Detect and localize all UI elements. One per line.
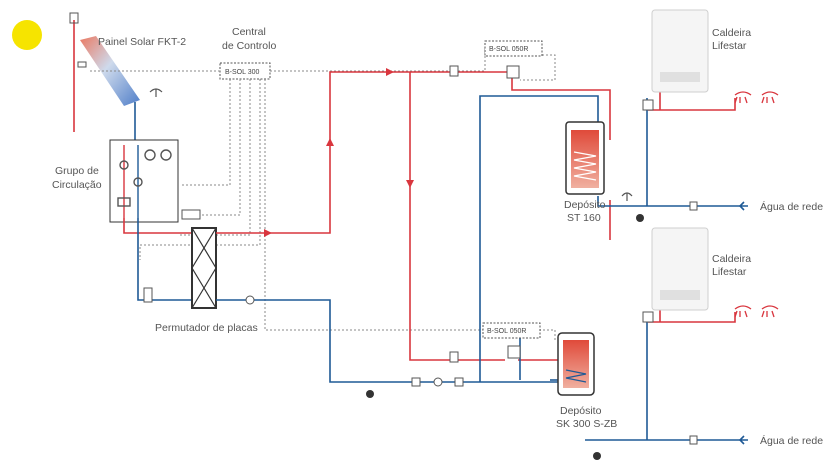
water-inlet-bottom-label: Água de rede [760,434,823,447]
water-inlet-top-arrow [738,201,748,211]
mixing-valves [642,99,654,323]
tank-bottom-fill [563,340,589,388]
filter-icon [143,287,153,303]
control-unit-label: B-SOL 300 [225,69,259,76]
shower-head-icons [734,91,779,318]
collector-loop [73,20,136,140]
tank-bottom-coil [565,369,587,383]
boiler-top-icon [651,9,709,93]
expansion-vessel-icon [366,390,374,398]
control-central-label-2: de Controlo [222,40,276,52]
air-vent-icon [69,12,79,24]
hot-supply-pipe [216,71,736,361]
circulation-group-label-1: Grupo de [55,165,99,177]
flow-arrow-right-2 [386,68,394,76]
boiler-top-panel [660,72,700,82]
plate-exchanger-cross [191,227,217,309]
valve-unit-bottom-label: B-SOL 050R [487,328,526,335]
pipe-valves [245,65,698,445]
flow-arrow-right [264,229,272,237]
boiler-bottom-label-1: Caldeira [712,253,751,265]
tank-top-coil [573,151,597,181]
sun-icon [12,20,42,50]
valve-unit-top-body [506,65,520,79]
expansion-vessel-icon-2 [636,214,644,222]
controller-sensor-box [181,209,201,220]
plate-exchanger-label: Permutador de placas [155,322,258,334]
water-inlet-bottom-arrow [738,435,748,445]
tank-top-label-1: Depósito [564,199,606,211]
cold-return-pipe [216,95,740,441]
primary-circuit [123,218,192,301]
plate-exchanger-icon [191,227,217,309]
circulation-group-internals [117,145,172,218]
tank-bottom-label-2: SK 300 S-ZB [556,418,617,430]
valve-unit-top-box [484,40,543,57]
tank-bottom-label-1: Depósito [560,405,602,417]
flow-arrow-up [326,138,334,146]
expansion-vessel-icon-3 [593,452,601,460]
boiler-bottom-label-2: Lifestar [712,266,747,278]
boiler-bottom-panel [660,290,700,300]
circulation-group-box [109,139,179,223]
boiler-bottom-icon [651,227,709,311]
panel-sensor-icon [77,61,87,68]
faucet-icon [621,192,633,201]
flow-arrow-down [406,180,414,188]
circulation-group-label-2: Circulação [52,179,102,191]
control-central-label-1: Central [232,26,266,38]
solar-panel-label: Painel Solar FKT-2 [98,36,186,48]
boiler-top-label-1: Caldeira [712,27,751,39]
tank-top-label-2: ST 160 [567,212,601,224]
boiler-top-label-2: Lifestar [712,40,747,52]
hand-valve-icon [149,88,163,97]
valve-unit-bottom-box [482,322,541,339]
valve-unit-bottom-body [507,345,521,359]
valve-unit-top-label: B-SOL 050R [489,46,528,53]
water-inlet-top-label: Água de rede [760,200,823,213]
